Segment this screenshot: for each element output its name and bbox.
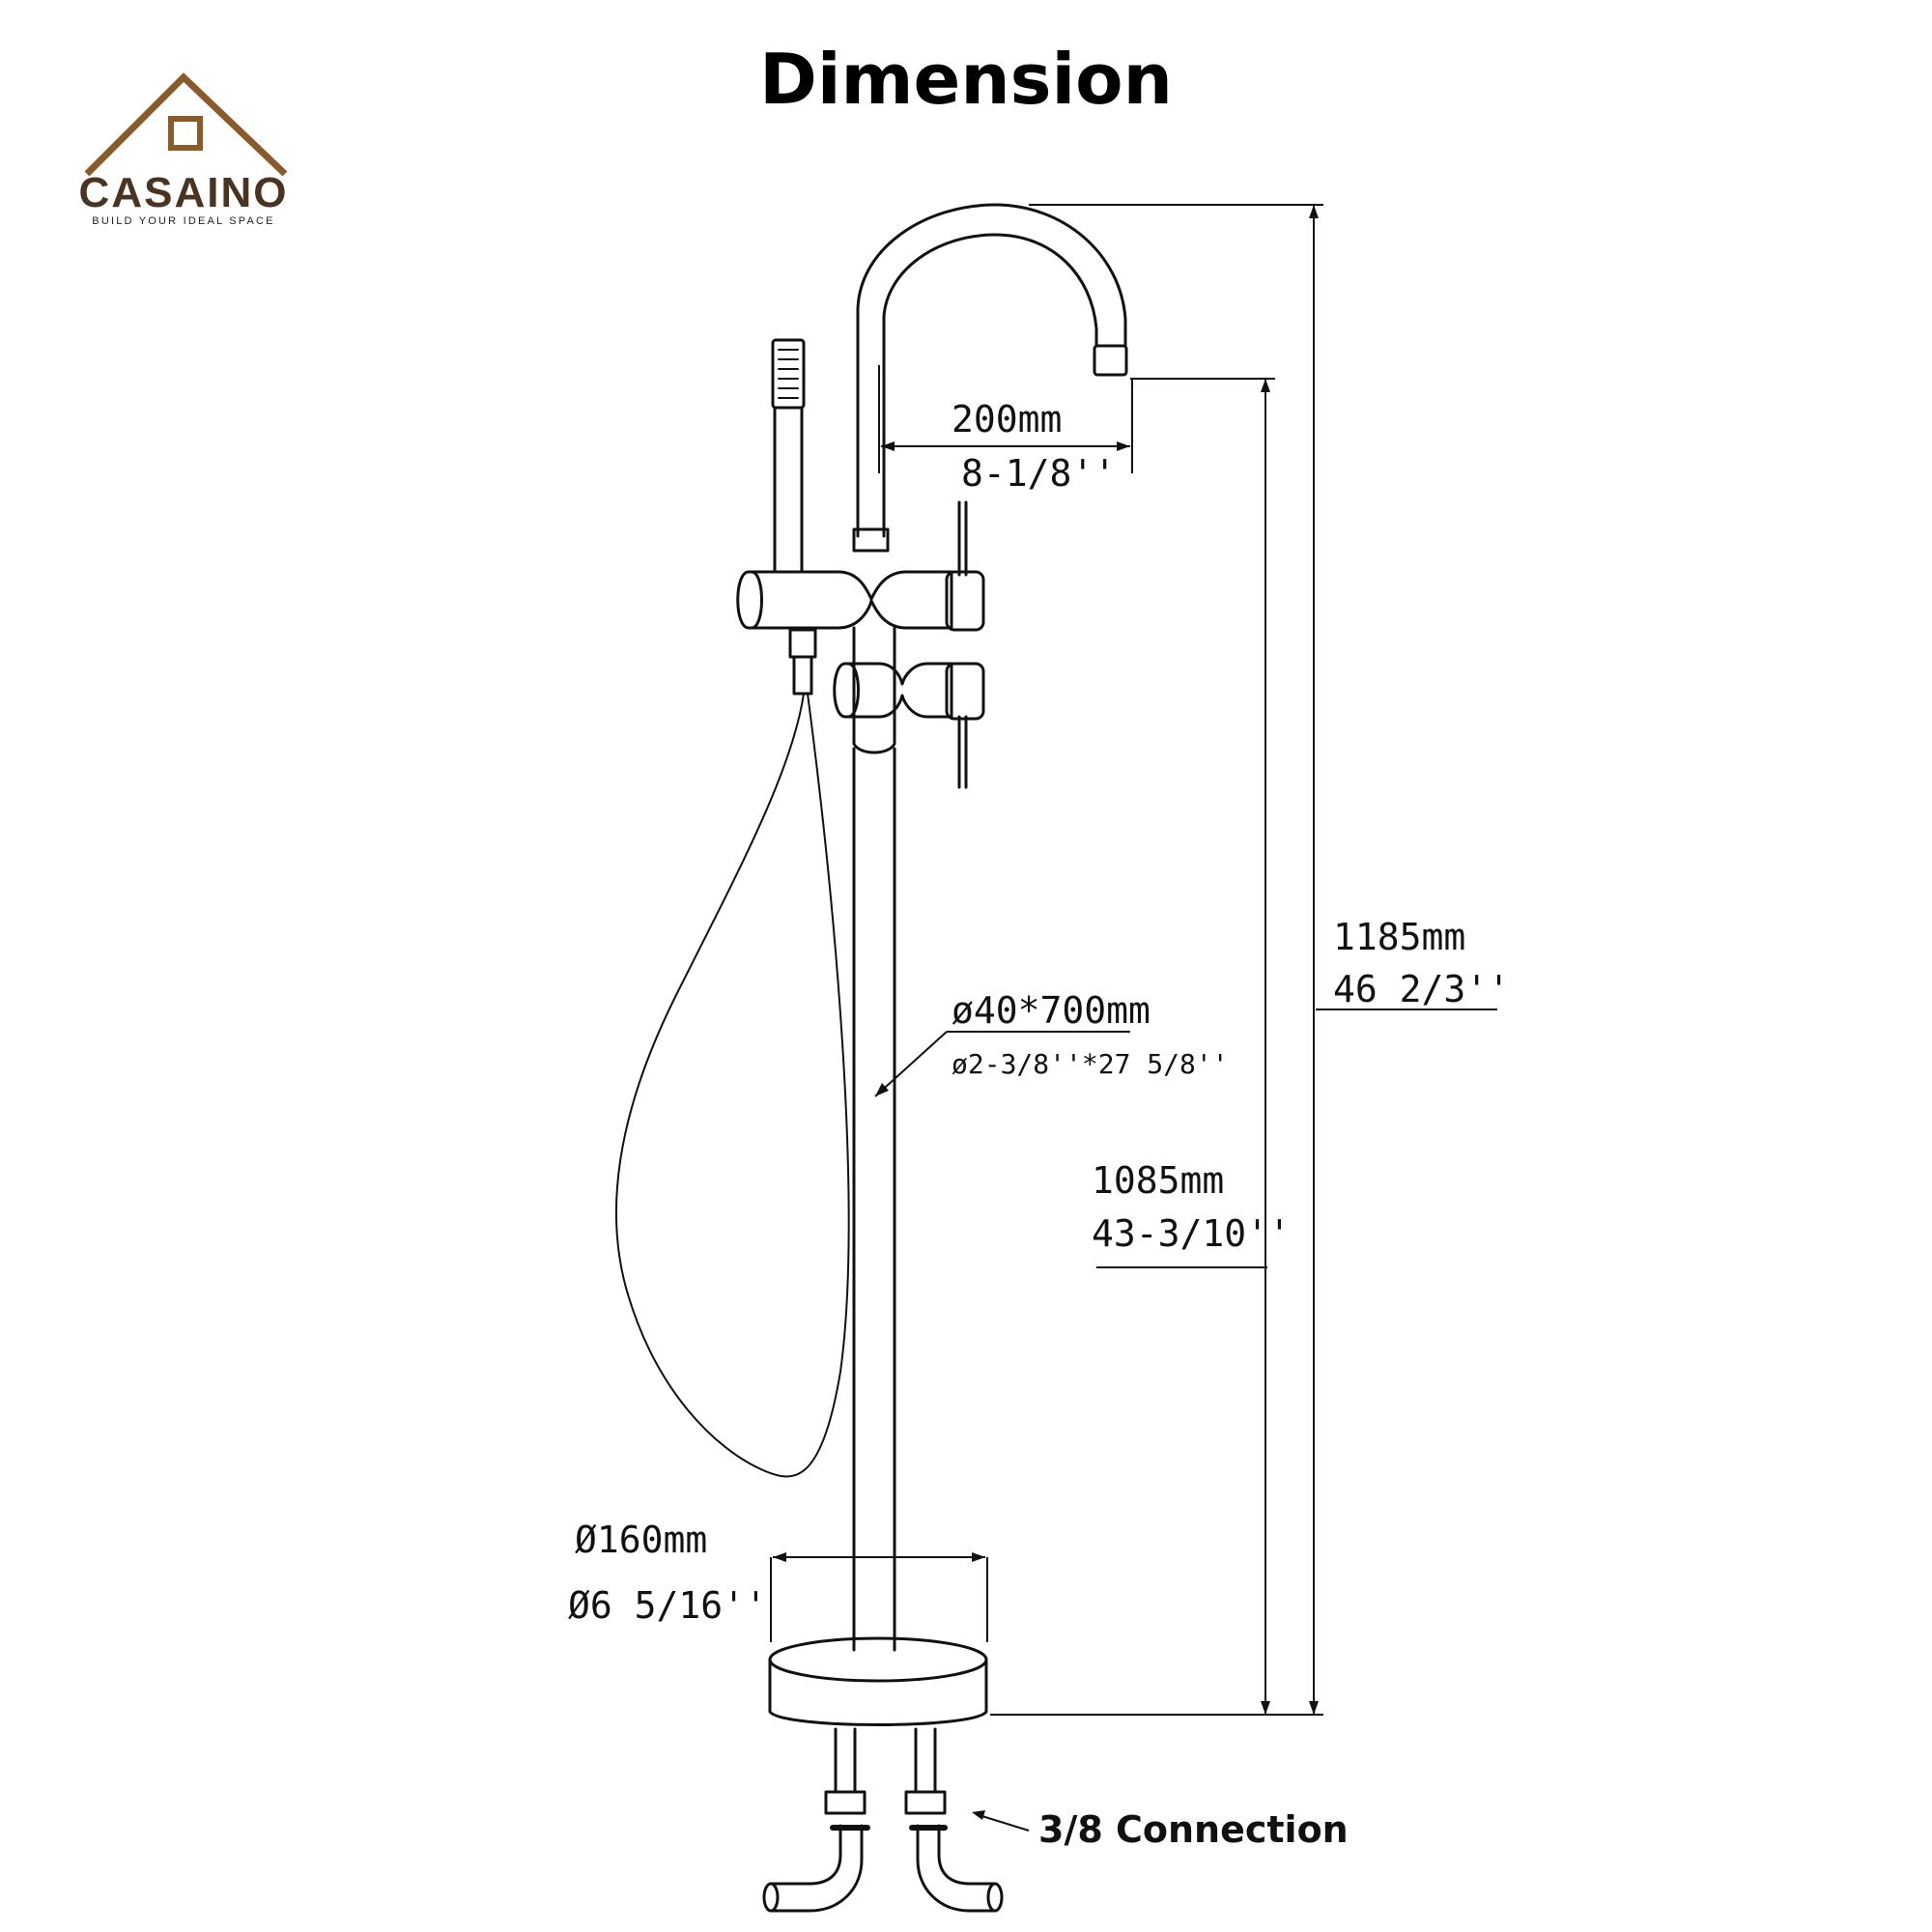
total-height-imperial: 46 2/3'' [1333, 968, 1511, 1010]
page-title: Dimension [759, 39, 1173, 120]
spout-outer [856, 203, 1127, 538]
brand-tagline: BUILD YOUR IDEAL SPACE [92, 215, 275, 227]
brand-name: CASAINO [78, 169, 289, 216]
base-body [768, 1658, 988, 1726]
base-diameter-imperial: Ø6 5/16'' [568, 1584, 767, 1627]
house-roof-icon [84, 72, 288, 177]
top-collar [852, 527, 890, 553]
brand-logo: CASAINO BUILD YOUR IDEAL SPACE [68, 72, 299, 237]
reach-metric: 200mm [952, 398, 1063, 440]
supply-pipe-right [914, 1727, 937, 1794]
supply-pipe-left [834, 1727, 857, 1794]
hand-shower-handle [773, 406, 804, 574]
connection-label: 3/8 Connection [1038, 1808, 1349, 1851]
base-top [768, 1636, 988, 1683]
reach-imperial: 8-1/8'' [961, 452, 1117, 495]
base-diameter-metric: Ø160mm [575, 1519, 708, 1561]
spout-inner [882, 233, 1098, 538]
pipe-size-imperial: ø2-3/8''*27 5/8'' [952, 1048, 1229, 1080]
upper-mixer [736, 570, 953, 630]
elbow-left [769, 1824, 864, 1913]
pipe-size-metric: ø40*700mm [952, 989, 1151, 1032]
spout-tip [1093, 344, 1128, 377]
total-height-metric: 1185mm [1333, 916, 1466, 958]
hose-nut [788, 628, 817, 659]
lower-mixer [833, 662, 953, 719]
elbow-right [916, 1824, 997, 1913]
shower-hose [615, 693, 850, 1478]
spout-height-metric: 1085mm [1092, 1159, 1225, 1202]
spout-height-imperial: 43-3/10'' [1092, 1212, 1291, 1255]
